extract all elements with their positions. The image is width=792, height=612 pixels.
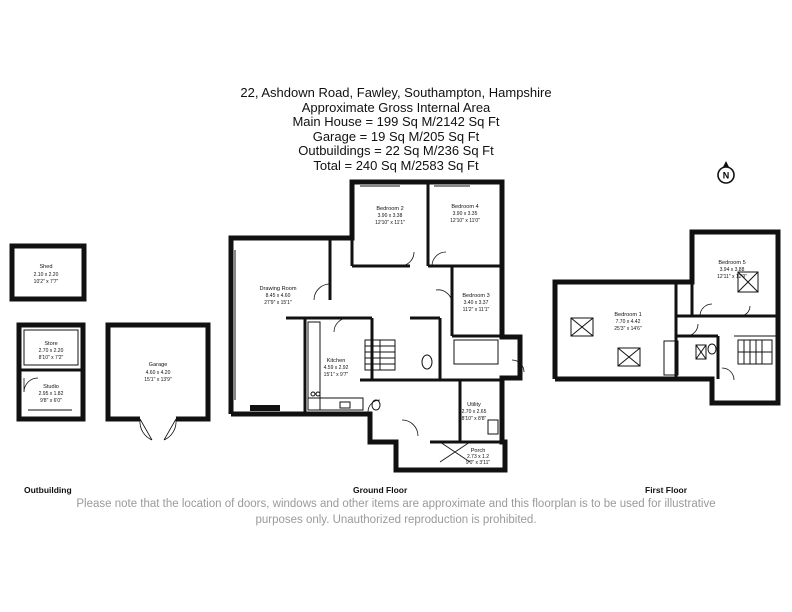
floorplan-header: 22, Ashdown Road, Fawley, Southampton, H… [196,85,596,174]
toilet-icon [421,354,433,370]
garage-imperial: 15'1" x 13'9" [144,377,172,383]
disclaimer-text: Please note that the location of doors, … [30,496,762,528]
disclaimer-line-2: purposes only. Unauthorized reproduction… [255,514,537,526]
bedroom5-metric: 3.94 x 3.88 [720,267,745,273]
garage-label: Garage [149,362,168,368]
kitchen-label: Kitchen [327,358,346,364]
studio-imperial: 9'8" x 6'0" [40,398,62,404]
garage-outline [105,322,211,422]
outbuilding-floor-label: Outbuilding [24,485,72,495]
first-floor-label: First Floor [645,485,688,495]
bedroom1-metric: 7.70 x 4.42 [616,319,641,325]
outbuilding-group: Shed 2.10 x 2.20 10'2" x 7'7" Store 2.70… [9,243,211,441]
porch-metric: 2.73 x 1.2 [467,454,489,460]
first-floor-bath-icon [663,340,679,376]
bath-icon [453,339,499,365]
utility-label: Utility [467,402,481,408]
kitchen-counter-bottom [307,397,364,411]
garage-area: Garage = 19 Sq M/205 Sq Ft [312,128,480,144]
bedroom3-metric: 3.40 x 3.37 [464,300,489,306]
kitchen-metric: 4.59 x 2.92 [324,365,349,371]
fireplace-icon [250,405,280,411]
studio-label: Studio [43,384,59,390]
ground-floor-label: Ground Floor [353,485,408,495]
bedroom2-metric: 3.90 x 3.38 [378,213,403,219]
main-house-area: Main House = 199 Sq M/2142 Sq Ft [292,114,500,130]
drawing-room-metric: 8.45 x 4.60 [266,293,291,299]
shed-metric: 2.10 x 2.20 [34,272,59,278]
utility-imperial: 8'10" x 8'8" [462,416,487,422]
first-floor-stairs [737,339,773,365]
area-title: Approximate Gross Internal Area [301,99,491,115]
ground-floor-stairs [364,339,396,371]
bedroom5-imperial: 12'11" x 12'9" [717,274,747,280]
store-studio-outline [16,322,86,422]
first-floor-outline [552,229,781,406]
utility-metric: 2.70 x 2.65 [462,409,487,415]
bedroom5-label: Bedroom 5 [718,260,745,266]
bedroom1-label: Bedroom 1 [614,312,641,318]
bedroom1-imperial: 25'3" x 14'6" [614,326,642,332]
drawing-room-imperial: 27'9" x 15'1" [264,300,292,306]
skylight-icons [570,271,759,367]
first-floor-group: Bedroom 1 7.70 x 4.42 25'3" x 14'6" Bedr… [552,229,781,406]
studio-metric: 2.95 x 1.82 [39,391,64,397]
porch-label: Porch [471,448,486,454]
outbuildings-area: Outbuildings = 22 Sq M/236 Sq Ft [298,143,494,159]
garage-metric: 4.60 x 4.20 [146,370,171,376]
kitchen-imperial: 15'1" x 9'7" [324,372,349,378]
porch-imperial: 9'0" x 3'11" [466,460,490,466]
shed-label: Shed [39,264,52,270]
store-metric: 2.70 x 2.20 [39,348,64,354]
store-label: Store [44,341,57,347]
bedroom4-imperial: 12'10" x 11'0" [450,218,480,224]
drawing-room-label: Drawing Room [260,286,297,292]
compass-label: N [723,171,730,181]
bedroom3-imperial: 11'2" x 11'1" [463,307,490,313]
bedroom2-imperial: 12'10" x 11'1" [375,220,405,226]
bedroom4-label: Bedroom 4 [451,204,478,210]
property-address: 22, Ashdown Road, Fawley, Southampton, H… [240,85,552,100]
bedroom3-label: Bedroom 3 [462,293,489,299]
bedroom2-label: Bedroom 2 [376,206,403,212]
disclaimer-line-1: Please note that the location of doors, … [76,498,716,510]
kitchen-counter-left [307,321,321,411]
ground-floor-group: Drawing Room 8.45 x 4.60 27'9" x 15'1" B… [228,179,525,473]
total-area: Total = 240 Sq M/2583 Sq Ft [313,157,479,173]
north-compass-icon: N [717,161,735,184]
ground-floor-outline [228,179,523,473]
bedroom4-metric: 3.90 x 3.35 [453,211,478,217]
shed-imperial: 10'2" x 7'7" [34,279,59,285]
store-imperial: 8'10" x 7'2" [39,355,64,361]
